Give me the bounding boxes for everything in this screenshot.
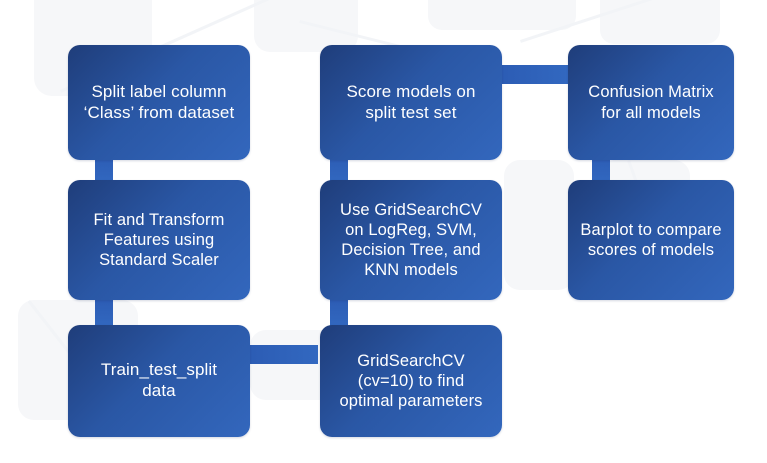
node-label: Score models on split test set [346, 81, 476, 122]
connector-confusion-to-barplot [592, 155, 610, 183]
node-train-test-split[interactable]: Train_test_split data [68, 325, 250, 437]
node-split-label-column[interactable]: Split label column ‘Class’ from dataset [68, 45, 250, 160]
node-barplot-compare-scores[interactable]: Barplot to compare scores of models [568, 180, 734, 300]
node-label: Confusion Matrix for all models [588, 83, 714, 122]
background-shape [504, 160, 574, 290]
connector-gridsearch-to-usegridsearch [330, 298, 348, 328]
node-score-models[interactable]: Score models on split test set [320, 45, 502, 160]
connector-traintest-to-gridsearch [248, 345, 318, 364]
node-label: Fit and Transform Features using Standar… [93, 210, 225, 270]
background-line [520, 0, 683, 43]
connector-score-to-confusion [500, 65, 568, 84]
background-shape [428, 0, 576, 30]
node-label: GridSearchCV (cv=10) to find optimal par… [339, 351, 483, 411]
node-label: Split label column ‘Class’ from dataset [83, 81, 235, 122]
node-confusion-matrix[interactable]: Confusion Matrix for all models [568, 45, 734, 160]
node-gridsearchcv-optimal-params[interactable]: GridSearchCV (cv=10) to find optimal par… [320, 325, 502, 437]
node-label: Use GridSearchCV on LogReg, SVM, Decisio… [340, 200, 482, 280]
connector-split-to-fit [95, 155, 113, 183]
node-use-gridsearchcv-models[interactable]: Use GridSearchCV on LogReg, SVM, Decisio… [320, 180, 502, 300]
connector-usegridsearch-to-score [330, 155, 348, 183]
node-label: Train_test_split data [100, 360, 218, 400]
background-shape [600, 0, 720, 44]
node-label: Barplot to compare scores of models [580, 220, 722, 259]
connector-fit-to-traintest [95, 298, 113, 328]
node-fit-transform-features[interactable]: Fit and Transform Features using Standar… [68, 180, 250, 300]
